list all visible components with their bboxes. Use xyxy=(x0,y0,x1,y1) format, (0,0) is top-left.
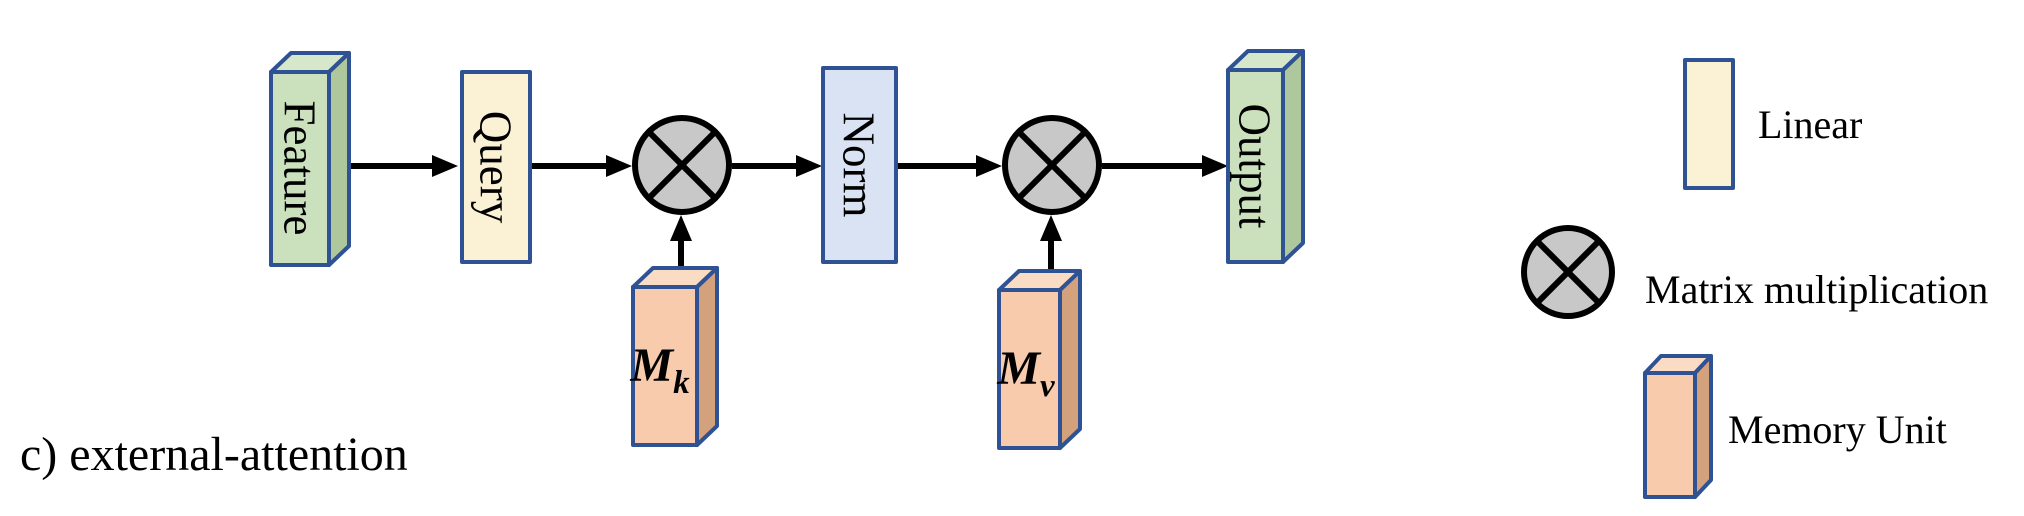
arrow-norm-to-multiply2 xyxy=(896,155,1002,177)
multiply-cross-line xyxy=(1016,129,1088,201)
arrow-head xyxy=(606,155,632,177)
legend: Linear Matrix multiplication Memory Unit xyxy=(1521,58,1988,499)
arrow-head xyxy=(432,155,458,177)
memory-value-front-face xyxy=(997,288,1062,450)
norm-box-rect xyxy=(821,66,898,264)
arrow-query-to-multiply1 xyxy=(530,155,632,177)
norm-box: Norm xyxy=(821,66,898,264)
legend-linear-swatch xyxy=(1683,58,1735,190)
arrow-head xyxy=(1040,215,1062,241)
multiply-node-2 circle-cross-icon xyxy=(1002,115,1102,215)
arrow-multiply1-to-norm xyxy=(732,155,822,177)
legend-item-memory: Memory Unit xyxy=(1643,354,1947,499)
multiply-cross-line xyxy=(646,129,718,201)
legend-memory-label: Memory Unit xyxy=(1728,407,1947,452)
feature-label: Feature xyxy=(274,101,324,236)
arrow-multiply2-to-output xyxy=(1102,155,1228,177)
legend-memory-side-face xyxy=(1693,354,1713,499)
memory-key-label: Mk xyxy=(629,339,690,401)
feature-box-front-face xyxy=(269,70,331,267)
norm-label: Norm xyxy=(833,113,883,218)
feature-box-side-face xyxy=(327,51,351,267)
figure-caption: c) external-attention xyxy=(20,428,408,481)
memory-key-side-face xyxy=(695,266,719,447)
multiply-node-1 circle-cross-icon xyxy=(632,115,732,215)
multiply-cross-line xyxy=(1534,238,1602,306)
legend-item-linear: Linear xyxy=(1683,58,1862,190)
memory-key-front-face xyxy=(631,285,699,447)
arrow-head xyxy=(1202,155,1228,177)
arrow-head xyxy=(796,155,822,177)
arrow-feature-to-query xyxy=(347,155,458,177)
legend-memory-front-face xyxy=(1643,371,1697,499)
output-box: Output xyxy=(1226,49,1305,264)
memory-value-side-face xyxy=(1058,269,1082,450)
legend-linear-label: Linear xyxy=(1758,102,1862,147)
legend-matmul-label: Matrix multiplication xyxy=(1645,267,1988,312)
query-box: Query xyxy=(460,70,532,264)
feature-box: Feature xyxy=(269,51,351,267)
output-box-front-face xyxy=(1226,68,1285,264)
output-label: Output xyxy=(1229,103,1279,229)
memory-value-label: Mv xyxy=(996,342,1055,404)
circle-cross-icon xyxy=(1521,225,1615,319)
memory-value-box: Mv xyxy=(996,269,1082,450)
legend-item-matmul: Matrix multiplication xyxy=(1521,225,1988,319)
arrow-memoryvalue-to-multiply2 xyxy=(1040,215,1062,270)
output-box-side-face xyxy=(1281,49,1305,264)
arrow-memorykey-to-multiply1 xyxy=(670,215,692,267)
query-box-rect xyxy=(460,70,532,264)
query-label: Query xyxy=(470,111,520,224)
arrow-head xyxy=(670,215,692,241)
arrow-head xyxy=(976,155,1002,177)
memory-key-box: Mk xyxy=(629,266,719,447)
